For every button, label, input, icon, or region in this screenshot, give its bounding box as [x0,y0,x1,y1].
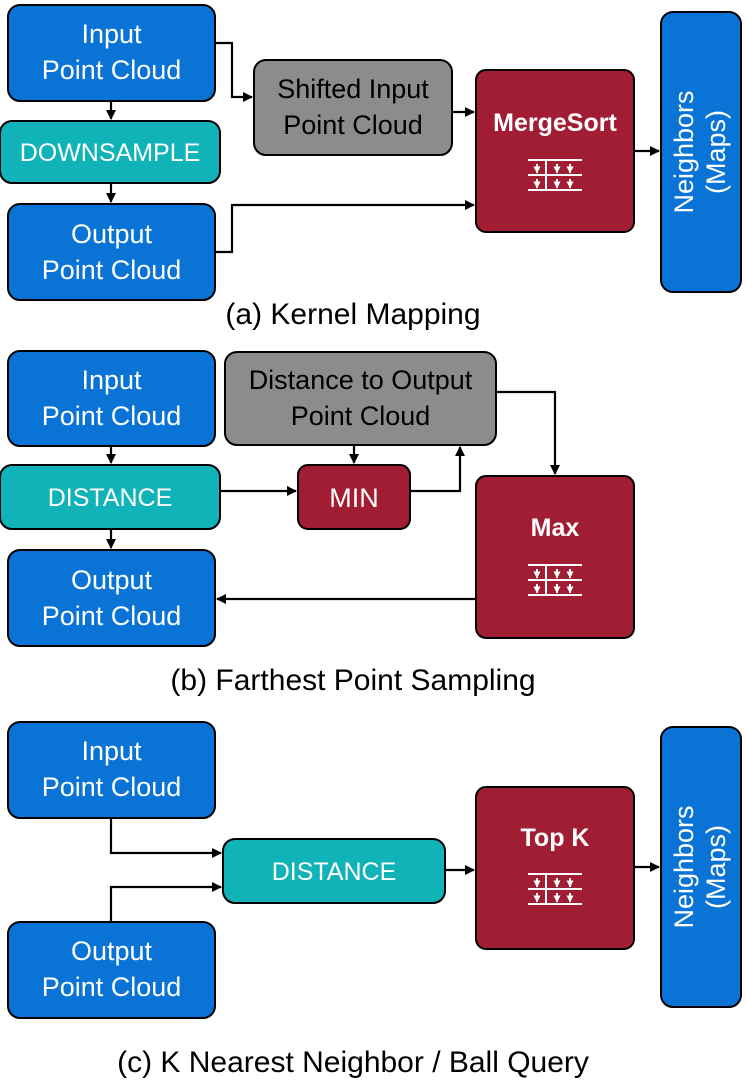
c-topk-title: Top K [521,824,590,852]
b-distance-output-line1: Distance to Output [249,365,473,395]
a-shifted-line2: Point Cloud [283,110,423,140]
b-arrow-distoutput-max [496,390,560,475]
b-arrow-min-distoutput [410,446,465,493]
a-neighbors-line2: (Maps) [701,110,731,194]
c-caption: (c) K Nearest Neighbor / Ball Query [117,1046,589,1079]
panel-a: Input Point Cloud DOWNSAMPLE Output Poin… [0,4,742,331]
c-neighbors-line1: Neighbors [669,805,699,928]
c-distance-label: DISTANCE [272,858,397,886]
b-input-line1: Input [81,365,142,395]
panel-c: Input Point Cloud Output Point Cloud DIS… [7,721,742,1079]
b-distance-output-line2: Point Cloud [291,401,431,431]
a-output-line1: Output [71,219,153,249]
a-input-line1: Input [81,19,142,49]
b-max-box [475,475,635,639]
a-neighbors-line1: Neighbors [669,90,699,213]
c-output-line2: Point Cloud [42,972,182,1002]
a-arrow-output-mergesort [215,200,475,254]
a-shifted-line1: Shifted Input [277,74,429,104]
b-distance-output-box [224,351,497,446]
b-distance-label: DISTANCE [48,484,173,512]
a-shifted-box [253,59,453,156]
c-topk-box [475,786,635,950]
c-input-line2: Point Cloud [42,772,182,802]
a-arrow-input-shifted [215,41,253,102]
b-output-line1: Output [71,565,153,595]
b-input-line2: Point Cloud [42,401,182,431]
c-neighbors-line2: (Maps) [701,825,731,909]
c-neighbors-box [660,726,742,1008]
c-output-line1: Output [71,936,153,966]
a-mergesort-title: MergeSort [493,109,617,137]
a-neighbors-box [660,11,742,293]
a-caption: (a) Kernel Mapping [225,298,480,331]
b-max-title: Max [531,514,580,542]
panel-b: Input Point Cloud DISTANCE Output Point … [0,350,635,697]
a-output-line2: Point Cloud [42,255,182,285]
b-output-box [7,549,216,647]
b-min-box [297,464,411,530]
c-arrow-output-distance [109,882,222,922]
a-mergesort-box [475,69,635,233]
c-input-line1: Input [81,736,142,766]
b-min-label: MIN [329,483,379,513]
c-arrow-input-distance [109,818,222,858]
b-caption: (b) Farthest Point Sampling [170,664,535,697]
b-output-line2: Point Cloud [42,601,182,631]
a-input-line2: Point Cloud [42,55,182,85]
a-downsample-label: DOWNSAMPLE [20,139,201,167]
